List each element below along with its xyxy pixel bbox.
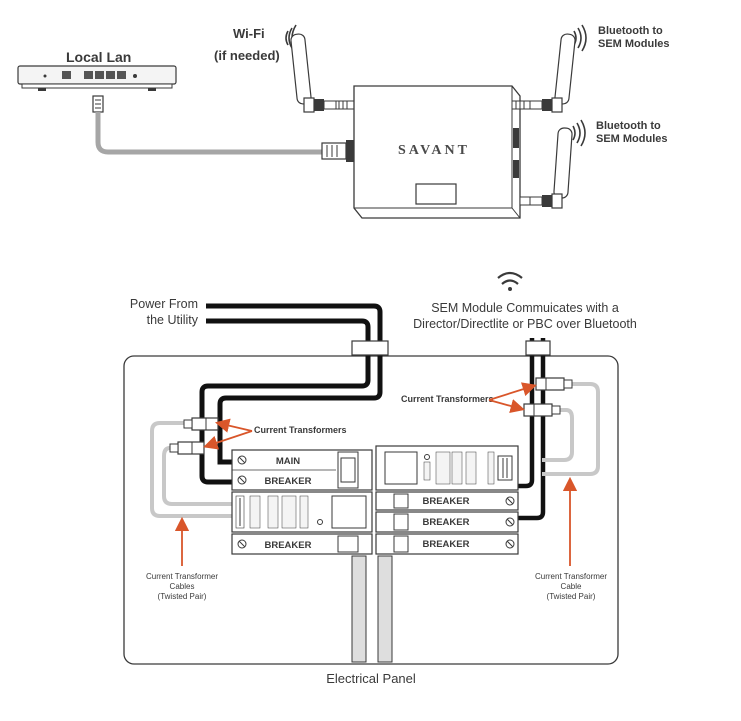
ct-right-label: Current Transformers: [401, 394, 494, 404]
local-lan-label: Local Lan: [66, 49, 131, 65]
bluetooth-antenna-top: [511, 33, 576, 113]
bt-mid-label-1: Bluetooth to: [596, 120, 661, 132]
bt-top-label-2: SEM Modules: [598, 38, 670, 50]
ct-right-arrows: [488, 382, 537, 414]
electrical-panel-caption: Electrical Panel: [326, 671, 416, 686]
sem-data-wires: [516, 338, 546, 521]
main-breaker-label: MAIN: [276, 456, 300, 467]
cable-left-label-3: (Twisted Pair): [158, 592, 207, 601]
breaker-right-3: BREAKER: [375, 533, 519, 555]
power-label-1: Power From: [130, 297, 198, 311]
cable-left-label-1: Current Transformer: [146, 572, 218, 581]
wifi-label: Wi-Fi: [233, 26, 265, 41]
sem-comm-label-1: SEM Module Commuicates with a: [431, 301, 619, 315]
savant-host-box: SAVANT: [353, 85, 521, 219]
bt-mid-label-2: SEM Modules: [596, 133, 668, 145]
breaker-left-bottom: BREAKER: [231, 533, 373, 555]
wifi-note-label: (if needed): [214, 48, 280, 63]
bluetooth-antenna-mid: [519, 127, 573, 209]
cable-right-label-1: Current Transformer: [535, 572, 607, 581]
breaker-label: BREAKER: [423, 539, 470, 550]
bluetooth-signal-icon: [572, 119, 586, 147]
utility-feed-wires: [199, 303, 383, 485]
breaker-right-2: BREAKER: [375, 511, 519, 533]
sem-comm-label-2: Director/Directlite or PBC over Bluetoot…: [413, 317, 637, 331]
right-ct-cables: [542, 382, 600, 476]
bt-top-label-1: Bluetooth to: [598, 25, 663, 37]
right-entry-clamp: [525, 340, 551, 356]
right-current-transformer: [523, 403, 561, 417]
left-current-transformer: [169, 441, 205, 455]
breaker-label: BREAKER: [423, 517, 470, 528]
panel-entry-clamp: [351, 340, 389, 356]
sem-module-left: [231, 491, 373, 533]
sem-module-right: [375, 445, 519, 491]
wifi-antenna: [290, 33, 355, 113]
ct-left-label: Current Transformers: [254, 425, 347, 435]
ct-left-arrows: [203, 418, 253, 450]
main-breaker-label-2: BREAKER: [265, 476, 312, 487]
left-current-transformer: [183, 417, 219, 431]
breaker-right-1: BREAKER: [375, 491, 519, 511]
bluetooth-signal-icon: [497, 271, 523, 291]
cable-right-label-3: (Twisted Pair): [547, 592, 596, 601]
bluetooth-signal-icon: [573, 24, 587, 52]
left-ct-cables: [150, 421, 234, 518]
breaker-label: BREAKER: [423, 496, 470, 507]
main-breaker: MAIN BREAKER: [231, 449, 373, 491]
lan-cable: [92, 95, 354, 162]
cable-left-label-2: Cables: [170, 582, 195, 591]
panel-bus-bars: [351, 555, 393, 663]
cable-right-label-2: Cable: [561, 582, 582, 591]
power-label-2: the Utility: [147, 313, 199, 327]
breaker-label: BREAKER: [265, 540, 312, 551]
router: [17, 65, 177, 91]
savant-logo: SAVANT: [398, 143, 470, 158]
right-current-transformer: [535, 377, 573, 391]
